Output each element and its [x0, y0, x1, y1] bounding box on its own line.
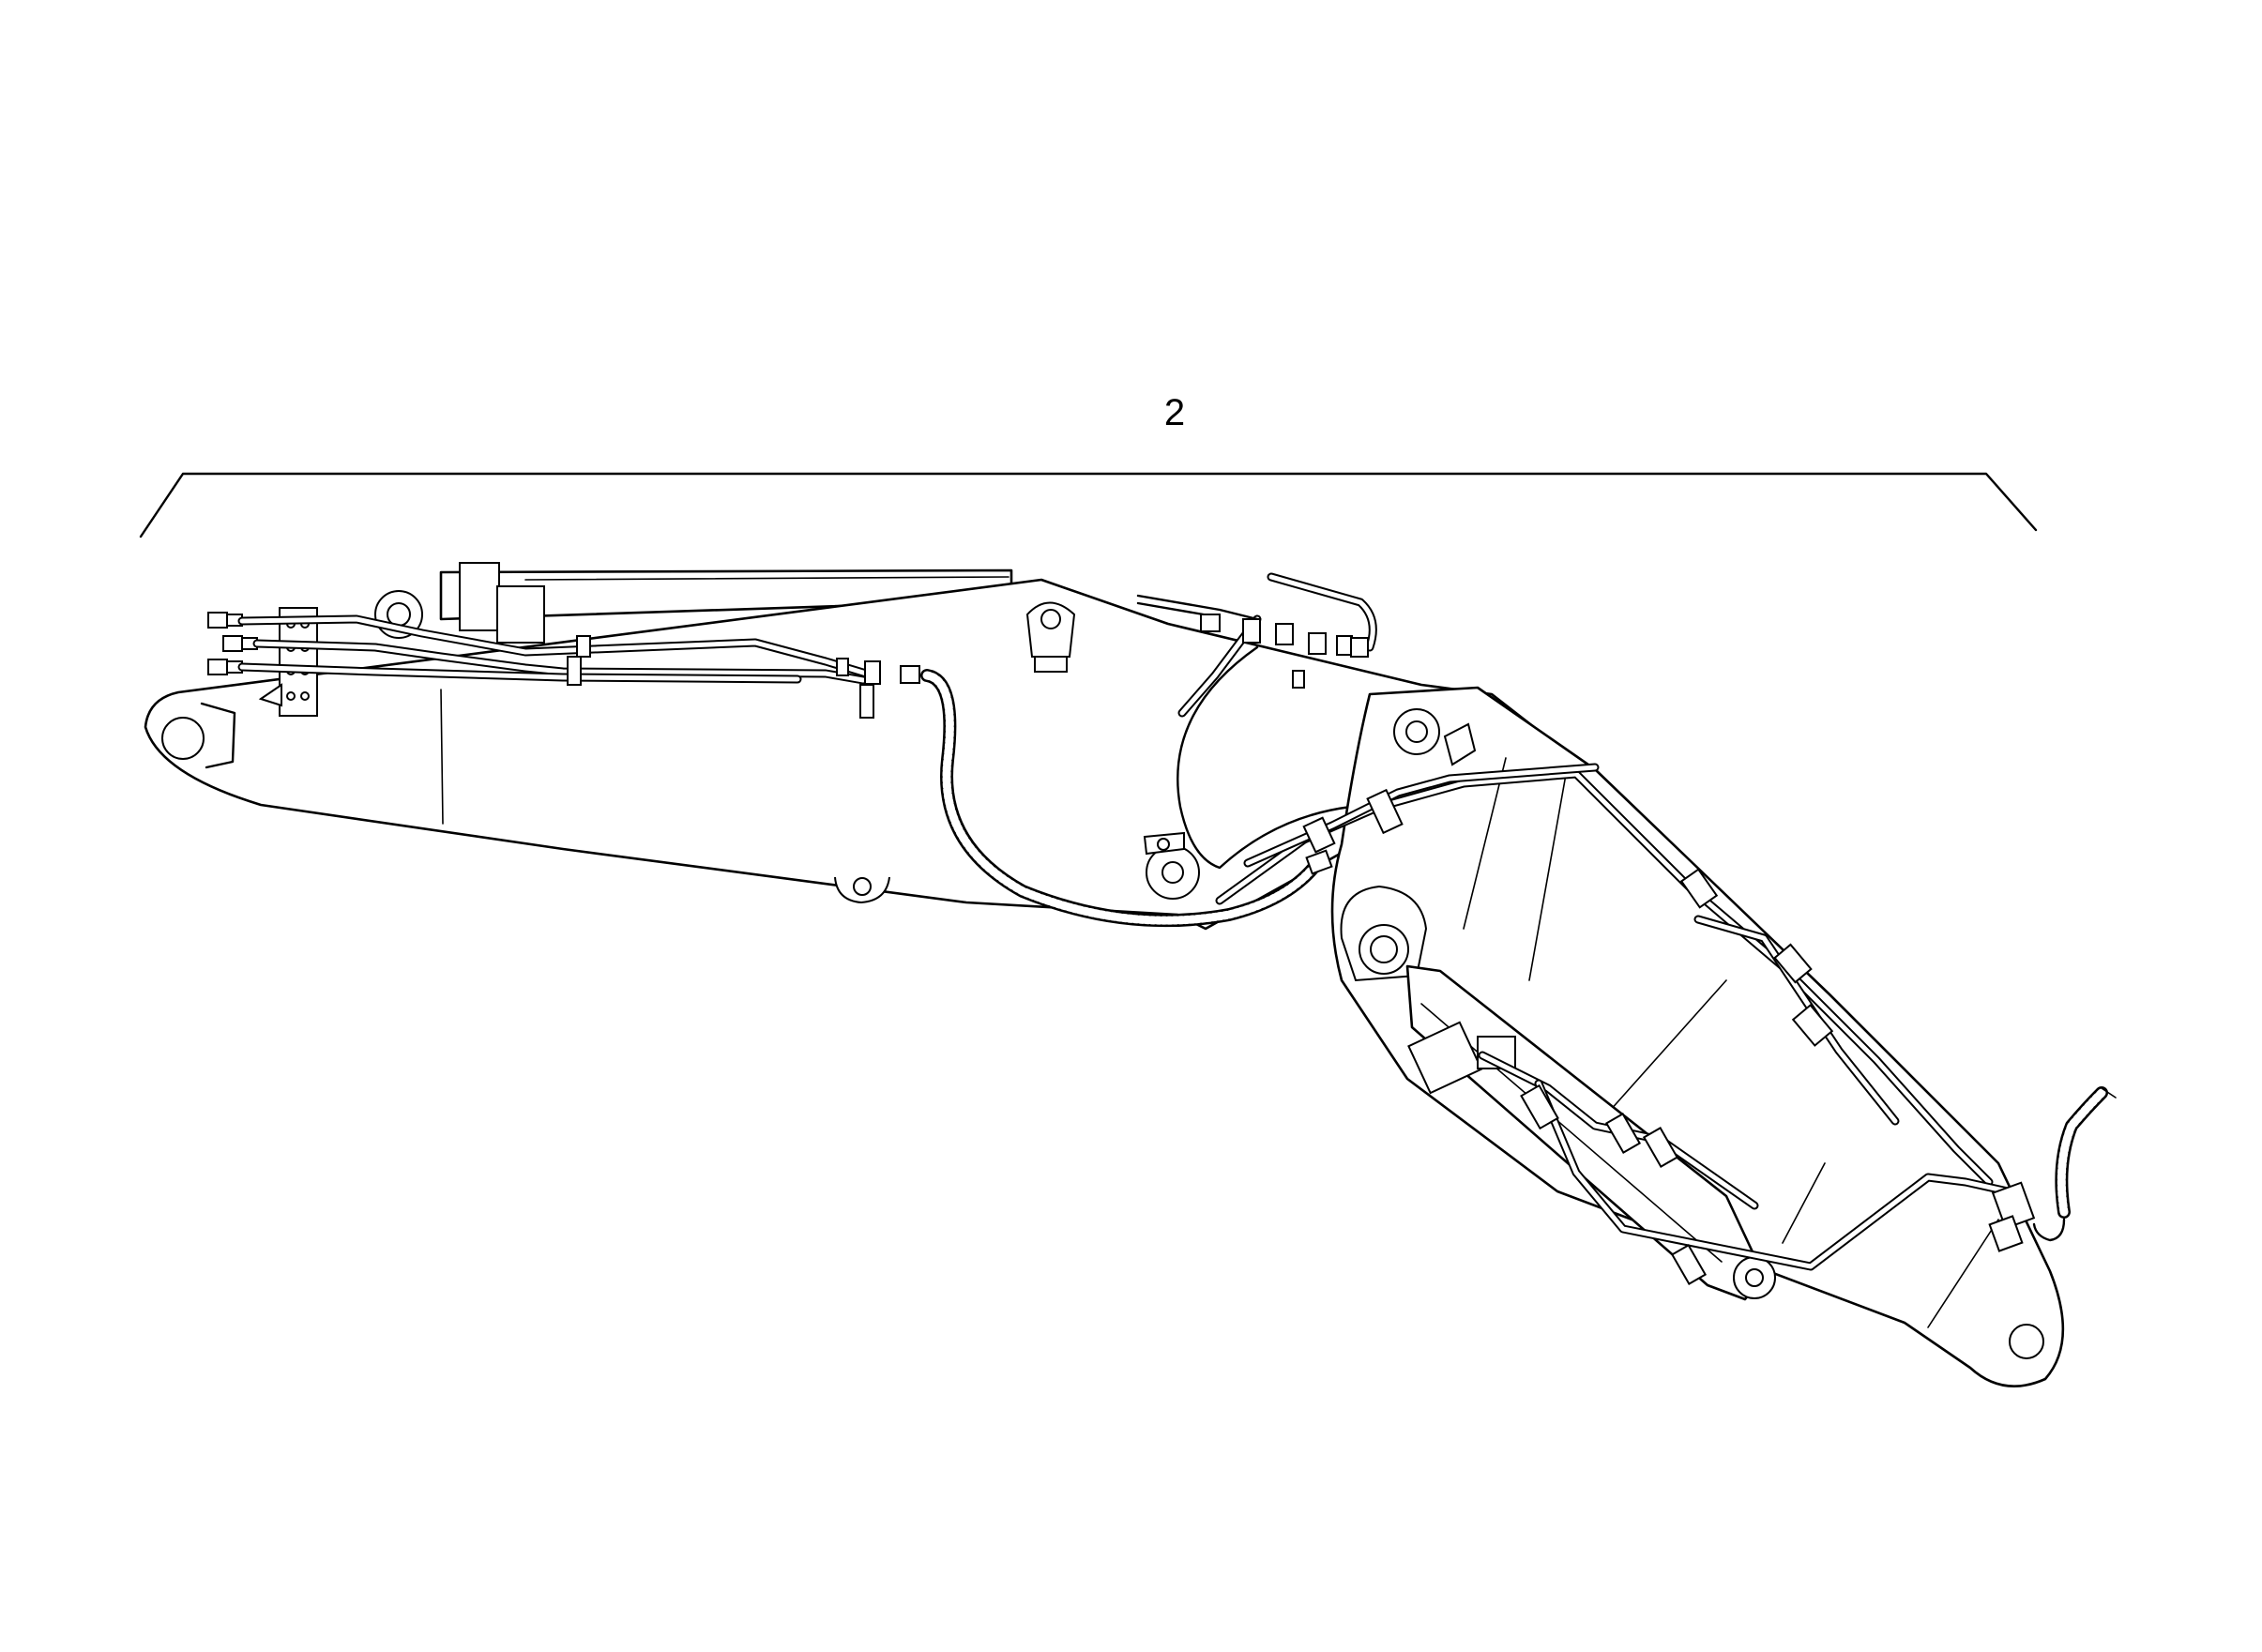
callout-bracket — [139, 472, 2038, 538]
knuckle-pipes — [1177, 614, 1994, 1187]
arm-end-pin — [2009, 1324, 2044, 1359]
arm-tip-hose — [1988, 1086, 2117, 1252]
top-hose-bundle — [1136, 572, 1377, 689]
bend-pin-bracket — [1143, 831, 1200, 900]
pipe-manifold-block — [258, 607, 318, 717]
boom-foot-pin — [161, 717, 205, 760]
boom-cylinder — [374, 562, 1013, 644]
callout-number: 2 — [1164, 392, 1185, 433]
boom-top-lug — [1025, 601, 1076, 673]
arm-cylinder-mount — [1340, 885, 1428, 982]
arm-cylinder-pipes — [1478, 1051, 2012, 1285]
boom-bend-cutout — [1177, 645, 1353, 870]
boom-first-section — [144, 578, 1536, 931]
braided-hose — [920, 669, 1333, 928]
boom-hydraulic-pipes — [237, 614, 920, 719]
